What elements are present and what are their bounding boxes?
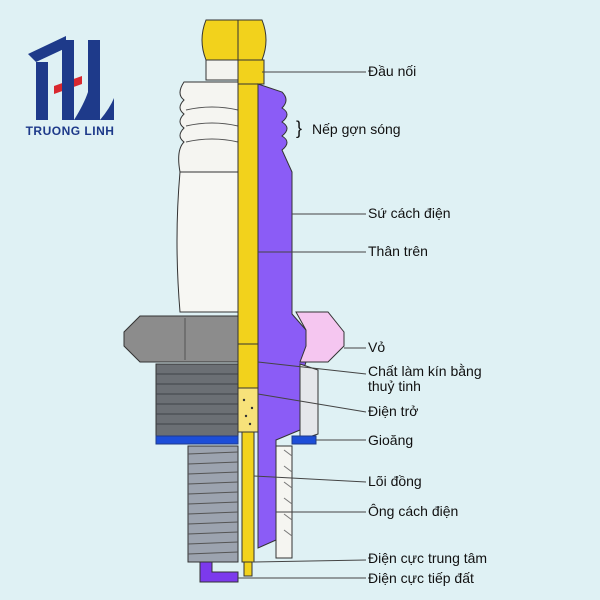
label-glass-seal: Chất làm kín bằng thuỷ tinh xyxy=(368,363,482,394)
exterior-half xyxy=(123,19,239,583)
label-resistor: Điện trở xyxy=(368,403,419,419)
label-ground-electrode: Điện cực tiếp đất xyxy=(368,570,474,586)
label-terminal: Đầu nối xyxy=(368,63,417,79)
label-insulating-tube: Ông cách điện xyxy=(368,503,459,519)
label-insulator: Sứ cách điện xyxy=(368,205,451,221)
label-shell: Vỏ xyxy=(368,339,386,355)
cutaway-half xyxy=(237,19,345,577)
ribs-brace: } xyxy=(296,118,303,138)
label-center-electrode: Điện cực trung tâm xyxy=(368,550,488,566)
leader-lines xyxy=(238,71,367,579)
label-gasket: Gioăng xyxy=(368,432,414,448)
label-upper-body: Thân trên xyxy=(368,243,428,259)
truong-linh-logo xyxy=(28,36,114,120)
label-copper-core: Lõi đồng xyxy=(368,473,422,489)
label-ribs: Nếp gợn sóng xyxy=(312,121,401,137)
logo-text: TRUONG LINH xyxy=(25,124,115,138)
